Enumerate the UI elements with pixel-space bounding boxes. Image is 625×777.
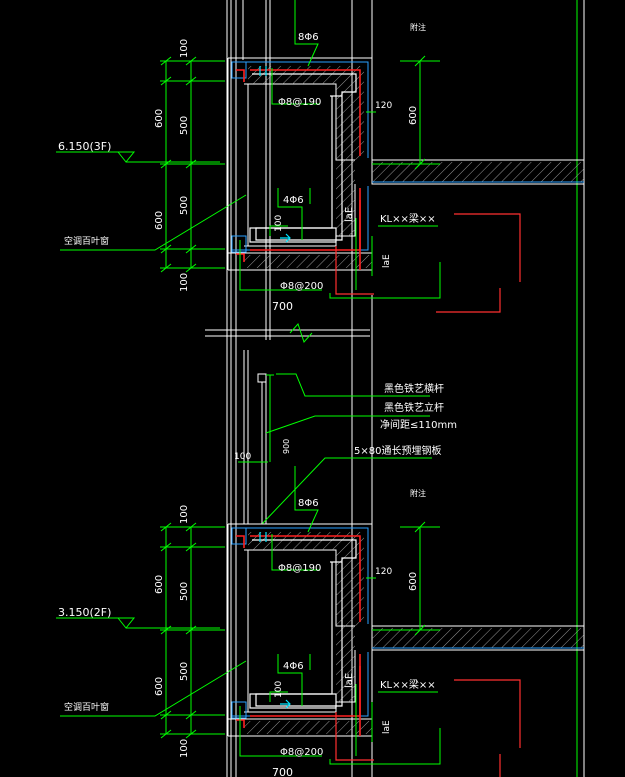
louver-callout: 空调百叶窗: [60, 194, 247, 251]
dim-100-label: 100: [274, 681, 284, 698]
dim-text-bottom-100: 100: [179, 273, 190, 292]
lae-short-label: laE: [382, 254, 392, 268]
railing-label-vertical-bar: 黑色铁艺立杆: [384, 401, 444, 414]
dim-text-lower-500: 500: [179, 662, 190, 681]
dim-text-bottom-100: 100: [179, 739, 190, 758]
lae-short-label: laE: [382, 720, 392, 734]
slab-hatch: [372, 628, 584, 648]
louver-label: 空调百叶窗: [64, 235, 109, 247]
concrete-hatch-top: [248, 66, 364, 160]
section-lower: 100 600 500 600 500 100 3.150(2F) 空调百叶窗 8Φ6Φ8@19…: [56, 466, 584, 777]
level-label: 6.150(3F): [58, 140, 111, 153]
stirrup-bottom-label: Φ8@200: [280, 281, 323, 292]
right-dimensions: [355, 521, 440, 756]
rebar-leaders: [239, 0, 441, 299]
dim-text-lower-600: 600: [154, 677, 165, 696]
dim-120-label: 120: [375, 101, 392, 111]
stirrup-bottom-label: Φ8@200: [280, 747, 323, 758]
cyan-marks: [259, 66, 291, 243]
beam-label: KL××梁××: [380, 212, 436, 225]
top-note: 附注: [410, 488, 426, 498]
louver-callout: 空调百叶窗: [60, 660, 247, 717]
louver-label: 空调百叶窗: [64, 701, 109, 713]
slab-hatch: [372, 162, 584, 182]
stirrup-top-label: Φ8@190: [278, 97, 321, 108]
dim-text-lower-600: 600: [154, 211, 165, 230]
stirrups: [249, 73, 357, 243]
lae-vertical-label: laE: [344, 207, 355, 222]
section-marks: [335, 213, 521, 313]
dim-text-upper-600: 600: [154, 575, 165, 594]
railing-detail: [243, 350, 267, 524]
railing-labels: 黑色铁艺横杆 黑色铁艺立杆 净间距≤110mm 5×80通长预埋钢板 100 9…: [234, 382, 457, 462]
level-mark: 6.150(3F): [56, 140, 220, 163]
rebar-top-label: 8Φ6: [298, 32, 319, 43]
level-label: 3.150(2F): [58, 606, 111, 619]
beam-label: KL××梁××: [380, 678, 436, 691]
lae-vertical-label: laE: [344, 673, 355, 688]
railing-dim-900: 900: [282, 439, 291, 454]
left-dimension-texts: 100 600 500 600 500 100: [154, 39, 190, 292]
concrete-hatch-bottom: [244, 721, 372, 734]
section-upper: 100 600 500 600 500 100 6.150(3F) 空调百叶窗 8Φ6Φ8@19…: [56, 0, 584, 313]
stirrup-top-label: Φ8@190: [278, 563, 321, 574]
concrete-hatch-side: [336, 160, 355, 236]
concrete-hatch-top: [248, 532, 364, 626]
concrete-hatch-bottom: [244, 255, 372, 268]
left-dimension-chain: [160, 522, 225, 739]
left-dimension-texts: 100 600 500 600 500 100: [154, 505, 190, 758]
dim-600-right-label: 600: [408, 572, 419, 591]
width-700-label: 700: [272, 300, 293, 313]
section-marks: [335, 679, 521, 777]
dim-120-label: 120: [375, 567, 392, 577]
railing-label-spacing: 净间距≤110mm: [380, 418, 457, 431]
left-dimension-chain: [160, 56, 225, 273]
rebar-mid-label: 4Φ6: [283, 661, 304, 672]
railing-leaders: [238, 373, 432, 525]
break-line: [205, 323, 370, 343]
right-dimensions: [355, 55, 440, 290]
railing-label-horizontal-bar: 黑色铁艺横杆: [384, 382, 444, 395]
dim-text-top-100: 100: [179, 39, 190, 58]
dim-600-right-label: 600: [408, 106, 419, 125]
concrete-hatch-side: [336, 626, 355, 702]
stirrups: [249, 539, 357, 709]
dim-text-upper-600: 600: [154, 109, 165, 128]
cyan-marks: [259, 532, 291, 709]
rebar-leaders: [239, 466, 441, 765]
width-700-label: 700: [272, 766, 293, 777]
rebar-top-label: 8Φ6: [298, 498, 319, 509]
level-mark: 3.150(2F): [56, 606, 220, 629]
dim-100-label: 100: [274, 215, 284, 232]
main-rebar: [236, 69, 361, 270]
dim-text-upper-500: 500: [179, 582, 190, 601]
rebar-mid-label: 4Φ6: [283, 195, 304, 206]
railing-label-embedded-plate: 5×80通长预埋钢板: [354, 444, 441, 457]
dim-text-upper-500: 500: [179, 116, 190, 135]
top-note: 附注: [410, 22, 426, 32]
dim-text-lower-500: 500: [179, 196, 190, 215]
dim-text-top-100: 100: [179, 505, 190, 524]
railing-dim-100: 100: [234, 452, 251, 462]
main-rebar: [236, 535, 361, 736]
